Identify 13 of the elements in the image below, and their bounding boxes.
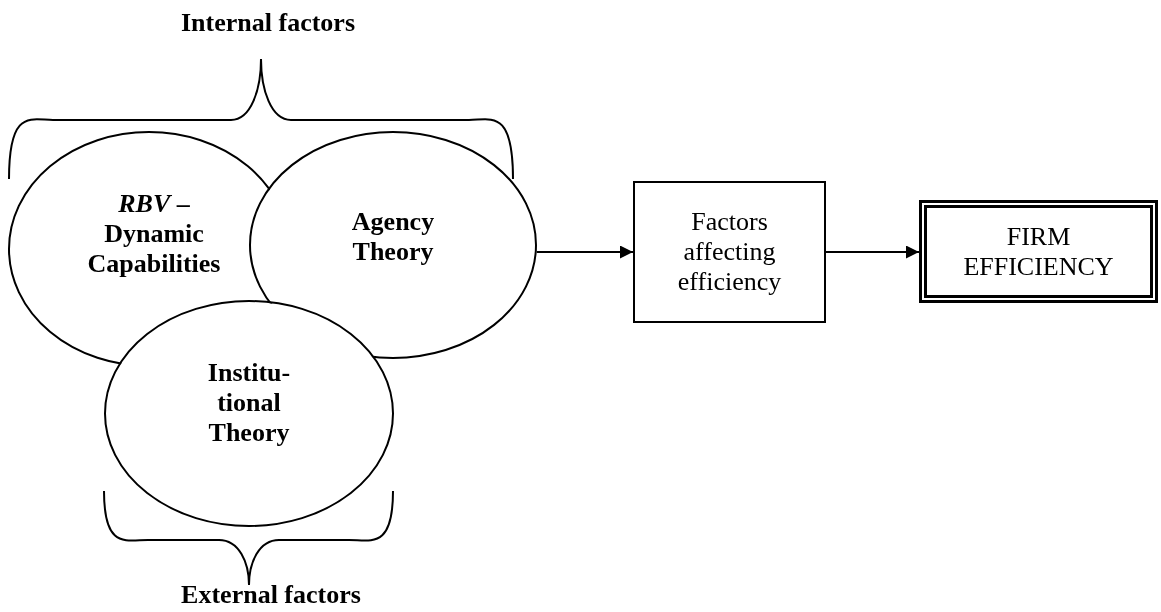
outcome-box (919, 200, 1158, 303)
node-label: RBV – Dynamic Capabilities (86, 189, 222, 279)
theory-ellipse (249, 131, 537, 359)
node-label: Agency Theory (350, 207, 436, 267)
process-box (633, 181, 826, 323)
group-label: External factors (181, 580, 361, 610)
theory-ellipse (104, 300, 394, 527)
node-label: Factors affecting efficiency (676, 207, 783, 297)
node-label: FIRM EFFICIENCY (962, 221, 1115, 282)
group-label: Internal factors (181, 8, 355, 38)
node-label: Institu- tional Theory (206, 357, 292, 448)
arrow (535, 245, 634, 259)
arrow (825, 245, 920, 259)
